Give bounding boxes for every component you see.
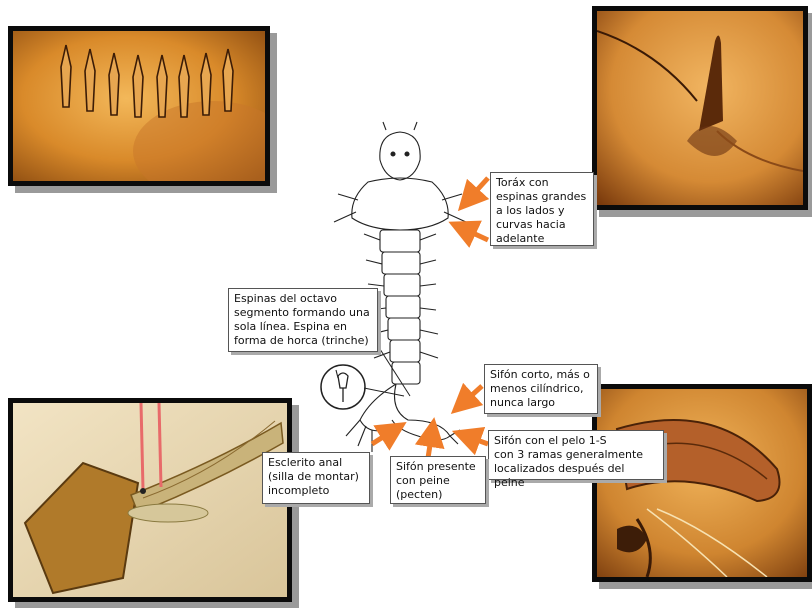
photo-siphon-hair	[592, 384, 812, 582]
callout-esclerito-anal: Esclerito anal (silla de montar) incompl…	[262, 452, 370, 504]
callout-sifon-corto: Sifón corto, más o menos cilíndrico, nun…	[484, 364, 598, 414]
callout-sifon-peine: Sifón presente con peine (pecten)	[390, 456, 486, 504]
callout-torax: Toráx con espinas grandes a los lados y …	[490, 172, 594, 246]
photo-comb-scales	[8, 26, 270, 186]
callout-pelo-1s: Sifón con el pelo 1-S con 3 ramas genera…	[488, 430, 664, 480]
detail-circle-icon	[318, 362, 368, 412]
photo-thorax-spine	[592, 6, 808, 210]
callout-espinas-octavo: Espinas del octavo segmento formando una…	[228, 288, 378, 352]
photo-anal-segment	[8, 398, 292, 602]
